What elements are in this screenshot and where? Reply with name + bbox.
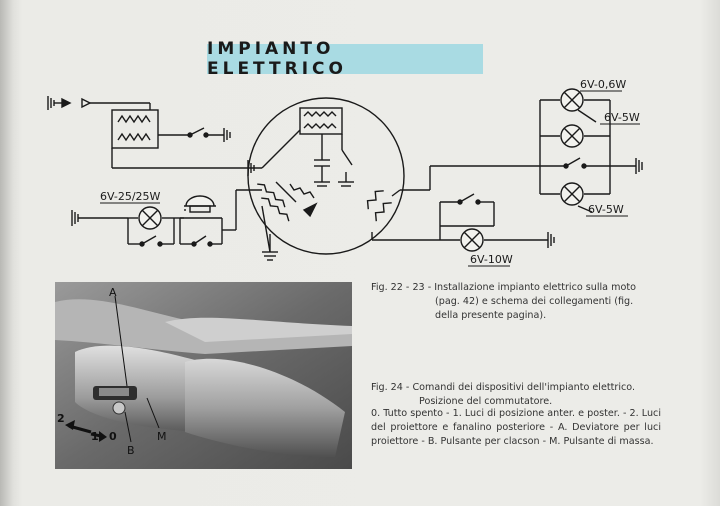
caption-fig24-line2: Posizione del commutatore.: [419, 396, 553, 407]
switch-lower-right: [439, 193, 555, 248]
photo-label-a: A: [109, 286, 117, 299]
label-lamp-top: 6V-0,6W: [580, 78, 626, 91]
ground-symbol-top-left: [47, 96, 150, 110]
lamp-block-right: [539, 88, 643, 213]
caption-fig-24: Fig. 24 - Comandi dei dispositivi dell'i…: [371, 381, 671, 409]
lamp-6v-10w: [460, 228, 484, 252]
photo-label-pos0: 0: [109, 430, 117, 443]
label-lamp-bottom: 6V-5W: [588, 203, 624, 216]
magneto-flywheel: [247, 97, 440, 261]
label-lamp-lower: 6V-10W: [470, 253, 513, 266]
caption-fig22-line1: Fig. 22 - 23 - Installazione impianto el…: [371, 282, 636, 293]
caption-fig22-line3: della presente pagina).: [435, 310, 547, 321]
label-headlamp: 6V-25/25W: [100, 190, 161, 203]
page-spine-shadow: [0, 0, 14, 506]
photo-label-pos2: 2: [57, 412, 65, 425]
photo-label-b: B: [127, 444, 135, 457]
caption-fig22-line2: (pag. 42) e schema dei collegamenti (fig…: [435, 296, 634, 307]
handlebar-switch-photo: A B M 2 1 0: [55, 282, 352, 469]
photo-label-pos1: 1: [91, 430, 99, 443]
caption-legend: 0. Tutto spento - 1. Luci di posizione a…: [371, 408, 661, 447]
photo-label-m: M: [157, 430, 167, 443]
headlamp-block: [71, 189, 262, 247]
coil-top-left: [111, 103, 262, 176]
caption-fig-22-23: Fig. 22 - 23 - Installazione impianto el…: [371, 281, 671, 323]
caption-fig24-line1: Fig. 24 - Comandi dei dispositivi dell'i…: [371, 382, 636, 393]
page-title: IMPIANTO ELETTRICO: [207, 39, 347, 79]
label-lamp-mid: 6V-5W: [604, 111, 640, 124]
title-banner: IMPIANTO ELETTRICO: [207, 39, 483, 79]
